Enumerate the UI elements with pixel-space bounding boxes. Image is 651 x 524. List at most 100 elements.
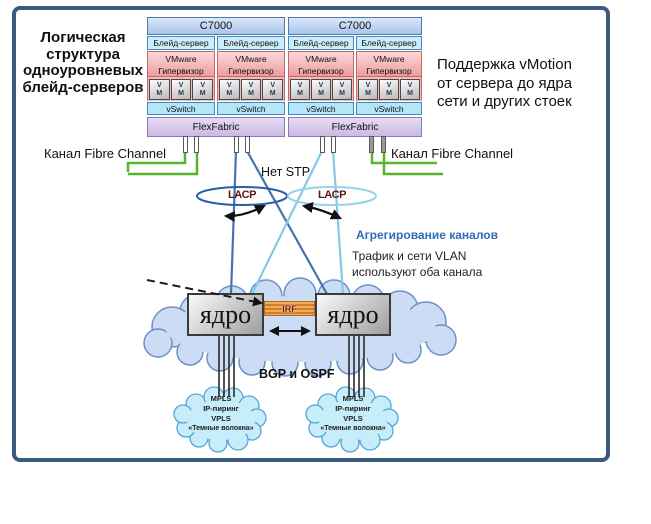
wan-service: VPLS — [211, 414, 231, 423]
vswitch-label: vSwitch — [147, 102, 215, 115]
vm-letter-v: V — [227, 82, 232, 89]
vm-letter-v: V — [200, 82, 206, 89]
vmware-hypervisor: VMware Гипервизор — [147, 51, 215, 77]
vm-letter-v: V — [339, 82, 345, 89]
fc-port — [194, 136, 199, 153]
vlan-note: Трафик и сети VLAN используют оба канала — [352, 249, 482, 280]
irf-link: IRF — [264, 301, 315, 316]
vm-letter-m: M — [407, 89, 413, 97]
fibre-channel-label-right: Канал Fibre Channel — [391, 146, 514, 161]
wan-service: VPLS — [343, 414, 363, 423]
vm-letter-v: V — [248, 82, 254, 89]
wan-service: «Темные волокна» — [188, 425, 254, 432]
vswitch-label: vSwitch — [288, 102, 354, 115]
wan-service: IP-пиринг — [335, 404, 371, 413]
vm-letter-v: V — [178, 82, 184, 89]
vmware-line: Гипервизор — [158, 66, 204, 76]
lacp-label-left: LACP — [228, 189, 256, 201]
vm-letter-m: M — [339, 89, 345, 97]
blade-server-label: Блейд-сервер — [147, 36, 215, 50]
diagram-title-line: одноуровневых — [23, 62, 143, 79]
vm-letter-v: V — [407, 82, 413, 89]
vm-letter-v: V — [386, 82, 392, 89]
vm-letter-m: M — [269, 89, 276, 97]
diagram-title: Логическая структура одноуровневых блейд… — [16, 29, 150, 96]
vmware-line: VMware — [235, 54, 267, 64]
uplink-port — [331, 136, 336, 153]
vm-letter-v: V — [157, 82, 162, 89]
vmotion-note-line: Поддержка vMotion — [437, 56, 572, 73]
fc-port — [369, 136, 374, 153]
vm-letter-m: M — [297, 89, 303, 97]
uplink-port — [234, 136, 239, 153]
diagram-title-line: блейд-серверов — [22, 78, 144, 96]
vmware-line: Гипервизор — [366, 66, 412, 76]
core-switch-right: ядро — [315, 293, 391, 336]
uplink-port — [245, 136, 250, 153]
vmware-line: Гипервизор — [228, 66, 274, 76]
vm-letter-m: M — [318, 89, 324, 97]
core-switch-left: ядро — [187, 293, 264, 336]
vlan-note-line: Трафик и сети VLAN — [352, 249, 467, 263]
vm-letter-v: V — [365, 82, 371, 89]
wan-service: «Темные волокна» — [320, 425, 386, 432]
vmotion-note: Поддержка vMotion от сервера до ядра сет… — [437, 56, 572, 112]
blade-server-label: Блейд-сервер — [217, 36, 285, 50]
vm-letter-m: M — [365, 89, 371, 97]
vswitch-label: vSwitch — [217, 102, 285, 115]
flexfabric-label: FlexFabric — [147, 117, 285, 137]
vm-letter-m: M — [386, 89, 392, 97]
c7000-label: C7000 — [288, 17, 422, 35]
vmotion-note-line: сети и других стоек — [437, 93, 572, 110]
c7000-label: C7000 — [147, 17, 285, 35]
vmotion-note-line: от сервера до ядра — [437, 74, 573, 92]
vm-letter-v: V — [318, 82, 324, 89]
wan-service: MPLS — [210, 394, 232, 403]
blade-server-label: Блейд-сервер — [356, 36, 422, 50]
blade-server-label: Блейд-сервер — [288, 36, 354, 50]
no-stp-label: Нет STP — [261, 165, 311, 179]
vmware-line: Гипервизор — [298, 66, 344, 76]
vm-letter-m: M — [248, 89, 254, 97]
vmware-hypervisor: VMware Гипервизор — [356, 51, 422, 77]
fc-port — [381, 136, 386, 153]
vm-letter-m: M — [199, 89, 206, 97]
vm-letter-v: V — [270, 82, 276, 89]
vmware-line: VMware — [165, 54, 197, 64]
vm-letter-v: V — [297, 82, 303, 89]
vmware-hypervisor: VMware Гипервизор — [217, 51, 285, 77]
flexfabric-label: FlexFabric — [288, 117, 422, 137]
vswitch-label: vSwitch — [356, 102, 422, 115]
lacp-label-right: LACP — [318, 189, 346, 201]
vmware-line: VMware — [305, 54, 337, 64]
diagram-title-line: структура — [46, 45, 120, 63]
wan-service: MPLS — [342, 394, 364, 403]
vlan-note-line: используют оба канала — [352, 264, 483, 279]
fibre-channel-label-left: Канал Fibre Channel — [44, 146, 167, 161]
vmware-line: VMware — [373, 54, 405, 64]
vm-letter-m: M — [156, 89, 163, 97]
diagram-title-line: Логическая — [40, 29, 126, 46]
vmware-hypervisor: VMware Гипервизор — [288, 51, 354, 77]
